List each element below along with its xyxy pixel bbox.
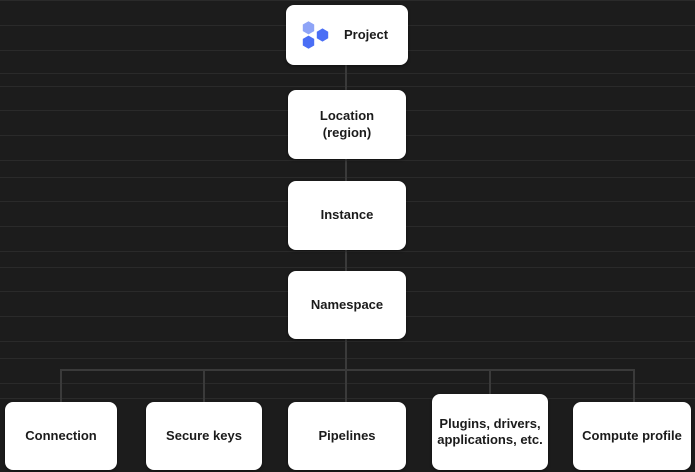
connector-secure-keys <box>203 369 205 402</box>
node-plugins[interactable]: Plugins, drivers, applications, etc. <box>432 394 548 470</box>
connector-compute-profile <box>633 369 635 402</box>
node-location[interactable]: Location (region) <box>288 90 406 159</box>
background-stripe <box>0 73 695 74</box>
connector-project-location <box>345 65 347 90</box>
connector-pipelines <box>345 369 347 402</box>
background-stripe <box>0 383 695 384</box>
node-label: Compute profile <box>582 427 682 443</box>
node-namespace[interactable]: Namespace <box>288 271 406 339</box>
node-label: Project <box>344 26 389 42</box>
connector-location-instance <box>345 159 347 181</box>
node-project[interactable]: Project <box>286 5 408 65</box>
node-label: Namespace <box>310 296 384 312</box>
node-pipelines[interactable]: Pipelines <box>288 402 406 470</box>
background-stripe <box>0 267 695 268</box>
node-connection[interactable]: Connection <box>5 402 117 470</box>
connector-connection <box>60 369 62 402</box>
node-label: Connection <box>25 427 97 443</box>
node-compute-profile[interactable]: Compute profile <box>573 402 691 470</box>
background-stripe <box>0 398 695 399</box>
hexagon-cluster-icon <box>302 21 329 49</box>
node-secure-keys[interactable]: Secure keys <box>146 402 262 470</box>
background-stripe <box>0 341 695 342</box>
node-label: Location (region) <box>319 108 375 140</box>
connector-plugins <box>489 369 491 394</box>
background-stripe <box>0 358 695 359</box>
background-stripe <box>0 160 695 161</box>
node-label: Secure keys <box>166 427 242 443</box>
node-instance[interactable]: Instance <box>288 181 406 250</box>
background-stripe <box>0 86 695 87</box>
node-label: Plugins, drivers, applications, etc. <box>437 415 543 447</box>
connector-bus <box>60 369 635 371</box>
connector-instance-namespace <box>345 250 347 271</box>
background-stripe <box>0 177 695 178</box>
background-stripe <box>0 0 695 1</box>
background-stripe <box>0 251 695 252</box>
node-label: Instance <box>320 207 374 223</box>
connector-namespace-down <box>345 339 347 369</box>
node-label: Pipelines <box>318 427 376 443</box>
